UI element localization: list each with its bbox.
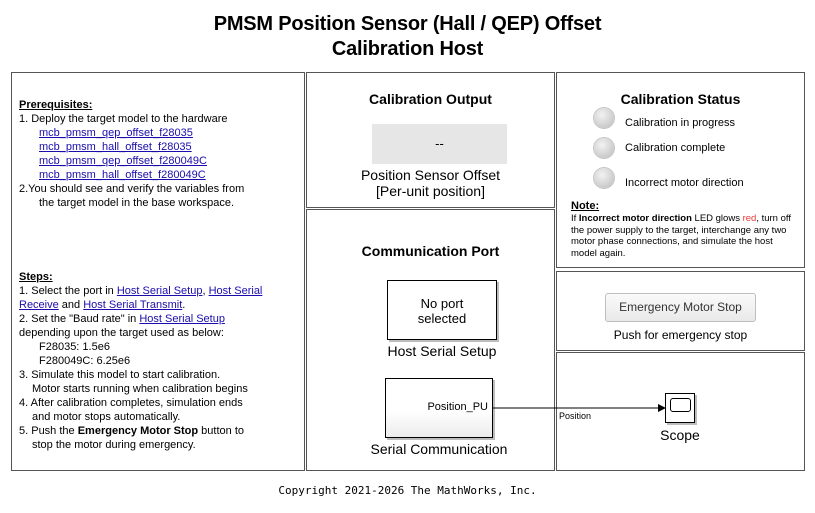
scope-caption: Scope [660, 427, 700, 443]
step-3-line-2: Motor starts running when calibration be… [32, 383, 248, 395]
serial-communication-caption: Serial Communication [370, 441, 508, 457]
position-offset-label: Position Sensor Offset [Per-unit positio… [307, 167, 554, 199]
baud-f280049c: F280049C: 6.25e6 [39, 355, 131, 367]
position-offset-display: -- [372, 124, 507, 164]
steps-section: Steps: 1. Select the port in Host Serial… [19, 270, 301, 452]
link-host-serial-transmit[interactable]: Host Serial Transmit [83, 299, 183, 311]
model-link-hall-f28035[interactable]: mcb_pmsm_hall_offset_f28035 [39, 141, 192, 153]
host-serial-setup-caption: Host Serial Setup [387, 343, 497, 359]
page-title-line-1: PMSM Position Sensor (Hall / QEP) Offset [213, 13, 602, 35]
position-offset-label-line-2: [Per-unit position] [376, 183, 485, 199]
prereq-step-2-line-1: 2.You should see and verify the variable… [19, 183, 245, 195]
note-if: If [571, 213, 579, 224]
emergency-motor-stop-button[interactable]: Emergency Motor Stop [605, 293, 756, 322]
model-link-qep-f28035[interactable]: mcb_pmsm_qep_offset_f28035 [39, 127, 193, 139]
baud-f28035: F28035: 1.5e6 [39, 341, 110, 353]
led-calibration-complete [594, 138, 614, 158]
led-calibration-in-progress [594, 108, 614, 128]
step-5-text: 5. Push the [19, 425, 78, 437]
step-2-text: 2. Set the "Baud rate" in [19, 313, 140, 325]
steps-heading: Steps: [19, 271, 53, 283]
calibration-status-panel: Calibration Status Calibration in progre… [556, 72, 805, 268]
host-serial-setup-block[interactable]: No port selected [387, 280, 497, 340]
note-red-word: red [742, 213, 757, 224]
link-host-serial-setup-2[interactable]: Host Serial Setup [139, 313, 225, 325]
emergency-stop-caption: Push for emergency stop [613, 328, 748, 342]
step-1-text: 1. Select the port in [19, 285, 117, 297]
calibration-output-panel: Calibration Output -- Position Sensor Of… [306, 72, 555, 208]
model-link-hall-f280049c[interactable]: mcb_pmsm_hall_offset_f280049C [39, 169, 206, 181]
position-pu-port-label: Position_PU [427, 401, 488, 413]
emergency-panel: Emergency Motor Stop Push for emergency … [556, 271, 805, 351]
scope-block[interactable] [665, 393, 695, 423]
led-label-in-progress: Calibration in progress [625, 117, 736, 129]
step-1-period: . [182, 299, 186, 311]
model-link-qep-f280049c[interactable]: mcb_pmsm_qep_offset_f280049C [39, 155, 207, 167]
note-heading-text: Note: [571, 200, 600, 212]
step-5-bold: Emergency Motor Stop [77, 425, 199, 437]
note-heading: Note: [571, 199, 666, 213]
led-incorrect-direction [594, 168, 614, 188]
led-label-incorrect-direction: Incorrect motor direction [625, 177, 744, 189]
position-signal-label: Position [559, 411, 592, 421]
instructions-panel: Prerequisites: 1. Deploy the target mode… [11, 72, 305, 471]
step-4-line-1: 4. After calibration completes, simulati… [19, 397, 243, 409]
setup-status-line-2: selected [417, 311, 467, 326]
scope-icon [670, 398, 691, 412]
step-3-line-1: 3. Simulate this model to start calibrat… [19, 369, 221, 381]
note-bold: Incorrect motor direction [578, 213, 692, 224]
communication-port-heading: Communication Port [361, 243, 500, 259]
note-mid: LED glows [691, 213, 743, 224]
step-1-and: and [58, 299, 84, 311]
step-5-text-2: button to [198, 425, 244, 437]
note-text: If Incorrect motor direction LED glows r… [571, 213, 801, 259]
step-5-line-2: stop the motor during emergency. [32, 439, 196, 451]
link-host-serial-setup[interactable]: Host Serial Setup [116, 285, 203, 297]
prereq-step-1: 1. Deploy the target model to the hardwa… [19, 113, 228, 125]
setup-status-line-1: No port [420, 296, 464, 311]
copyright-footer: Copyright 2021-2026 The MathWorks, Inc. [278, 484, 537, 497]
prerequisites-heading: Prerequisites: [19, 99, 93, 111]
step-4-line-2: and motor stops automatically. [32, 411, 181, 423]
prerequisites-section: Prerequisites: 1. Deploy the target mode… [19, 98, 299, 210]
calibration-status-heading: Calibration Status [620, 91, 741, 107]
led-label-complete: Calibration complete [625, 142, 726, 154]
note-rest: , turn off the power supply to the targe… [571, 213, 791, 259]
link-host-serial-receive-cont[interactable]: Receive [19, 299, 59, 311]
page-title-line-2: Calibration Host [331, 38, 484, 60]
link-host-serial-receive[interactable]: Host Serial [208, 285, 263, 297]
step-2-line-2: depending upon the target used as below: [19, 327, 224, 339]
step-1-comma: , [202, 285, 209, 297]
calibration-output-heading: Calibration Output [369, 91, 492, 107]
position-signal-line[interactable] [490, 398, 670, 423]
host-serial-setup-status: No port selected [388, 296, 496, 326]
serial-communication-block[interactable]: Position_PU [385, 378, 493, 438]
prereq-step-2-line-2: the target model in the base workspace. [39, 197, 235, 209]
position-offset-label-line-1: Position Sensor Offset [360, 167, 501, 183]
